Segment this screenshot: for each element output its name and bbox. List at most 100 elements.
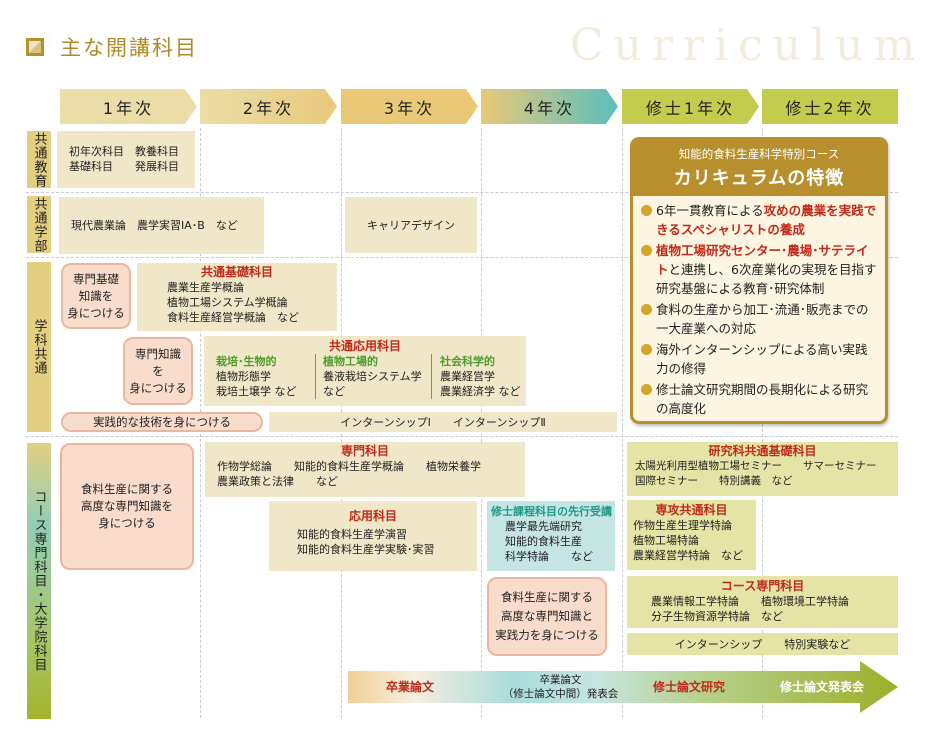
subject-item: 植物形態学 <box>216 370 271 383</box>
subject-item: 植物工場特論 <box>633 534 699 547</box>
common-education-box: 初年次科目 教養科目 基礎科目 発展科目 <box>57 131 195 188</box>
goal-line: 高度な専門知識を <box>81 499 173 513</box>
features-list: 6年一貫教育による攻めの農業を実践できるスペシャリストの養成 植物工場研究センタ… <box>633 196 885 418</box>
title-square-icon <box>26 38 44 56</box>
grid-line <box>26 257 898 258</box>
subject-item: 農業生産学概論 <box>167 281 244 294</box>
skill-goal-advanced-knowledge: 食料生産に関する 高度な専門知識を 身につける <box>60 443 194 570</box>
subject-item: 農業経済学 など <box>440 385 521 398</box>
features-header: 知能的食料生産科学特別コース カリキュラムの特徴 <box>633 140 885 196</box>
row-label-common-education: 共通教育 <box>27 131 51 188</box>
graduate-common-basic-box: 研究科共通基礎科目 太陽光利用型植物工場セミナー サマーセミナー 国際セミナー … <box>627 442 898 496</box>
row-label-course-graduate: コース専門科目・大学院科目 <box>27 443 51 719</box>
subject-item: 知能的食料生産学実験･実習 <box>297 543 435 556</box>
career-design-box: キャリアデザイン <box>345 197 477 253</box>
specialized-subjects-box: 専門科目 作物学総論 知能的食料生産学概論 植物栄養学 農業政策と法律 など <box>205 442 525 497</box>
goal-line: 身につける <box>98 516 156 530</box>
subject-line: 農業政策と法律 など <box>217 475 338 488</box>
advanced-master-courses-title: 修士課程科目の先行受講 <box>491 505 612 518</box>
applied-column-social-science: 社会科学的 農業経営学 農業経済学 など <box>432 354 521 399</box>
column-heading: 社会科学的 <box>440 355 495 368</box>
internship-box: インターンシップⅠ インターンシップⅡ <box>269 412 617 432</box>
common-basic-subjects-title: 共通基礎科目 <box>200 265 273 279</box>
year-header-master-2: 修士2年次 <box>762 89 898 124</box>
common-applied-subjects-title: 共通応用科目 <box>328 339 401 353</box>
goal-line: を <box>152 363 164 378</box>
skill-goal-advanced-practice: 食料生産に関する 高度な専門知識と 実践力を身につける <box>487 577 607 656</box>
subject-item: 農学最先端研究 <box>505 520 582 533</box>
common-education-line2: 基礎科目 発展科目 <box>69 160 179 173</box>
thesis-stage-master-research: 修士論文研究 <box>653 680 726 694</box>
common-faculty-box: 現代農業論 農学実習IA･B など <box>59 197 264 254</box>
row-label-department-common: 学科共通 <box>27 262 51 432</box>
skill-goal-specialized-knowledge: 専門知識 を 身につける <box>123 337 193 405</box>
advanced-master-courses-box: 修士課程科目の先行受講 農学最先端研究 知能的食料生産 科学特論 など <box>487 501 615 571</box>
feature-item: 植物工場研究センター･農場･サテライトと連携し、6次産業化の実現を目指す研究基盤… <box>641 241 879 298</box>
subject-line: 国際セミナー 特別講義 など <box>635 475 793 487</box>
feature-item: 修士論文研究期間の長期化による研究の高度化 <box>641 380 879 418</box>
subject-line: 分子生物資源学特論 など <box>651 610 783 623</box>
bullet-icon <box>641 384 652 395</box>
subject-item: 知能的食料生産学演習 <box>297 528 407 541</box>
common-basic-subjects-box: 共通基礎科目 農業生産学概論 植物工場システム学概論 食料生産経営学概論 など <box>137 263 337 331</box>
bullet-icon <box>641 205 652 216</box>
year-header-2: 2年次 <box>200 89 337 124</box>
subject-item: 農業経営学特論 など <box>633 549 743 562</box>
stage-line: （修士論文中間）発表会 <box>502 688 619 700</box>
features-title: カリキュラムの特徴 <box>673 168 845 189</box>
common-applied-subjects-box: 共通応用科目 栽培･生物的 植物形態学 栽培土壌学 など 植物工場的 養液栽培シ… <box>204 336 526 406</box>
year-header-1: 1年次 <box>60 89 197 124</box>
thesis-stage-master-defense: 修士論文発表会 <box>780 680 865 694</box>
bullet-icon <box>641 245 652 256</box>
goal-line: 専門知識 <box>135 346 181 361</box>
applied-column-plant-factory: 植物工場的 養液栽培システム学 など <box>316 354 432 399</box>
column-heading: 植物工場的 <box>323 355 378 368</box>
applied-subjects-title: 応用科目 <box>348 509 397 523</box>
subject-item: など <box>323 385 345 398</box>
features-subtitle: 知能的食料生産科学特別コース <box>678 147 840 161</box>
subject-item: 知能的食料生産 <box>505 535 582 548</box>
subject-item: 作物生産生理学特論 <box>633 519 732 532</box>
goal-line: 高度な専門知識と <box>501 609 593 623</box>
goal-line: 知識を <box>78 288 114 303</box>
goal-line: 実践力を身につける <box>495 628 599 642</box>
feature-text: と連携し、6次産業化の実現を目指す研究基盤による教育･研究体制 <box>656 262 877 296</box>
subject-item: 養液栽培システム学 <box>323 370 422 383</box>
bullet-icon <box>641 344 652 355</box>
grid-line <box>26 192 898 193</box>
feature-text: 海外インターンシップによる高い実践力の修得 <box>656 342 868 376</box>
course-specialized-title: コース専門科目 <box>720 579 805 593</box>
year-header-3: 3年次 <box>341 89 478 124</box>
thesis-stage-graduation: 卒業論文 <box>386 680 435 694</box>
specialized-subjects-title: 専門科目 <box>340 444 389 458</box>
subject-line: 太陽光利用型植物工場セミナー サマーセミナー <box>635 460 877 472</box>
graduate-common-basic-title: 研究科共通基礎科目 <box>708 444 817 458</box>
year-header-4: 4年次 <box>481 89 618 124</box>
subject-line: 農業情報工学特論 植物環境工学特論 <box>651 595 849 608</box>
applied-column-cultivation: 栽培･生物的 植物形態学 栽培土壌学 など <box>216 354 316 399</box>
grid-line <box>26 436 898 437</box>
goal-line: 食料生産に関する <box>81 482 173 496</box>
subject-item: 科学特論 など <box>505 550 593 563</box>
goal-line: 専門基礎 <box>73 271 119 286</box>
common-education-line1: 初年次科目 教養科目 <box>69 145 179 158</box>
feature-highlight: 攻めの農業を実践できるスペシャリストの養成 <box>656 203 877 237</box>
feature-highlight: 植物工場研究センター･農場･サテライト <box>656 243 869 277</box>
page-title: 主な開講科目 <box>60 36 198 60</box>
graduate-internship-box: インターンシップ 特別実験など <box>627 633 898 655</box>
stage-line: 卒業論文 <box>539 674 582 686</box>
applied-subjects-box: 応用科目 知能的食料生産学演習 知能的食料生産学実験･実習 <box>269 501 477 571</box>
major-common-title: 専攻共通科目 <box>655 503 728 517</box>
feature-item: 食料の生産から加工･流通･販売までの一大産業への対応 <box>641 300 879 338</box>
skill-goal-practical-techniques: 実践的な技術を身につける <box>61 412 263 432</box>
thesis-stage-presentation: 卒業論文 （修士論文中間）発表会 <box>498 673 623 701</box>
bullet-icon <box>641 304 652 315</box>
feature-item: 海外インターンシップによる高い実践力の修得 <box>641 340 879 378</box>
year-header-master-1: 修士1年次 <box>622 89 759 124</box>
feature-item: 6年一貫教育による攻めの農業を実践できるスペシャリストの養成 <box>641 201 879 239</box>
major-common-box: 専攻共通科目 作物生産生理学特論 植物工場特論 農業経営学特論 など <box>627 500 756 570</box>
row-label-common-faculty: 共通学部 <box>27 196 51 253</box>
thesis-timeline-arrow: 卒業論文 卒業論文 （修士論文中間）発表会 修士論文研究 修士論文発表会 <box>348 661 898 713</box>
curriculum-features-panel: 知能的食料生産科学特別コース カリキュラムの特徴 6年一貫教育による攻めの農業を… <box>630 137 888 424</box>
column-heading: 栽培･生物的 <box>216 355 277 368</box>
